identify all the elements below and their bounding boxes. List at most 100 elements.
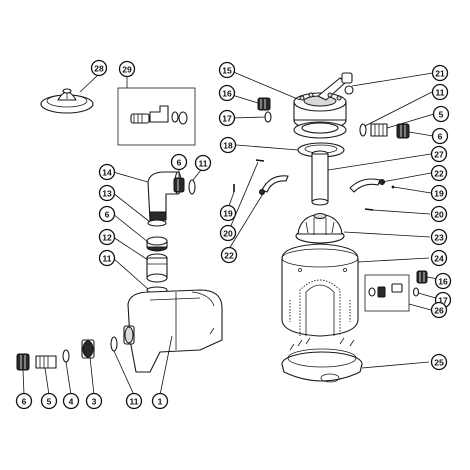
callout-23: 23: [430, 228, 448, 246]
callout-4: 4: [62, 392, 80, 410]
callout-5: 5: [40, 392, 58, 410]
callout-circle: [98, 228, 116, 246]
part-16-nut-lower: [416, 270, 428, 284]
part-19-screw-right: [391, 185, 395, 189]
callout-3: 3: [85, 392, 103, 410]
callout-number: 17: [222, 114, 232, 124]
callout-26: 26: [430, 301, 448, 319]
callout-circle: [218, 61, 236, 79]
callout-number: 29: [122, 65, 132, 75]
callout-6: 6: [98, 205, 116, 223]
callout-29: 29: [118, 60, 136, 78]
callout-number: 11: [130, 397, 139, 407]
part-16-nut-upper: [257, 97, 271, 111]
callout-circle: [431, 127, 449, 145]
callout-number: 14: [102, 168, 112, 178]
part-15-multiport-valve: [293, 72, 354, 131]
part-23-diffuser: [295, 213, 345, 244]
callout-number: 3: [92, 397, 97, 407]
callout-20: 20: [430, 205, 448, 223]
callout-19: 19: [430, 184, 448, 202]
callout-24: 24: [430, 249, 448, 267]
part-12-union: [146, 253, 168, 283]
part-6-nut-elbow: [173, 177, 185, 193]
callout-circle: [219, 136, 237, 154]
callout-circle: [431, 83, 449, 101]
callout-circle: [220, 246, 238, 264]
callout-circle: [430, 145, 448, 163]
callout-circle: [98, 163, 116, 181]
callout-number: 16: [438, 277, 448, 287]
callout-22: 22: [430, 164, 448, 182]
callout-circle: [98, 184, 116, 202]
callout-number: 18: [223, 141, 233, 151]
callout-circle: [430, 353, 448, 371]
callout-number: 11: [199, 159, 208, 169]
callout-number: 25: [434, 358, 444, 368]
callout-number: 6: [22, 397, 27, 407]
part-20-bolt-left: [255, 159, 265, 162]
callout-number: 16: [222, 89, 232, 99]
callout-number: 24: [434, 254, 444, 264]
part-bottom-connectors: [16, 336, 118, 371]
callout-number: 15: [222, 66, 232, 76]
callout-16: 16: [434, 272, 452, 290]
callout-number: 26: [434, 306, 444, 316]
callout-number: 6: [105, 210, 110, 220]
callout-number: 17: [438, 296, 448, 306]
callout-16: 16: [218, 84, 236, 102]
callout-number: 11: [103, 254, 112, 264]
callout-17: 17: [218, 109, 236, 127]
part-28-lid: [40, 88, 94, 114]
callout-number: 12: [102, 233, 112, 243]
callout-12: 12: [98, 228, 116, 246]
callout-circle: [125, 392, 143, 410]
callout-circle: [218, 109, 236, 127]
callout-13: 13: [98, 184, 116, 202]
callout-19: 19: [219, 204, 237, 222]
callout-11: 11: [125, 392, 143, 410]
callout-27: 27: [430, 145, 448, 163]
callout-circle: [219, 204, 237, 222]
callout-11: 11: [98, 249, 116, 267]
callout-circle: [15, 392, 33, 410]
part-20-bolt-right: [364, 208, 374, 211]
callout-number: 28: [94, 64, 104, 74]
leader-lines: [22, 70, 444, 396]
part-29-fittings-kit: [117, 87, 196, 146]
callout-25: 25: [430, 353, 448, 371]
callout-circle: [98, 249, 116, 267]
part-26-drain-kit: [364, 274, 410, 312]
callout-circle: [90, 59, 108, 77]
callout-6: 6: [15, 392, 33, 410]
callout-6: 6: [431, 127, 449, 145]
callout-15: 15: [218, 61, 236, 79]
callout-28: 28: [90, 59, 108, 77]
callout-number: 6: [177, 158, 182, 168]
part-upper-right-connectors: [359, 123, 410, 139]
part-valve-rings: [293, 121, 347, 158]
callout-circle: [434, 272, 452, 290]
callout-number: 19: [223, 209, 233, 219]
callout-20: 20: [219, 224, 237, 242]
callout-number: 11: [436, 88, 445, 98]
part-22-clamp-right: [349, 178, 385, 193]
part-25-tank-base: [281, 337, 363, 383]
callout-circle: [430, 249, 448, 267]
callout-number: 5: [47, 397, 52, 407]
callout-11: 11: [194, 154, 212, 172]
callout-number: 5: [439, 110, 444, 120]
callout-circle: [62, 392, 80, 410]
callout-14: 14: [98, 163, 116, 181]
callout-1: 1: [151, 392, 169, 410]
callout-circle: [218, 84, 236, 102]
callout-circle: [430, 205, 448, 223]
callout-number: 27: [434, 150, 444, 160]
callout-number: 6: [438, 132, 443, 142]
part-1-pump-housing: [123, 289, 223, 373]
callout-number: 20: [223, 229, 233, 239]
callout-number: 21: [435, 69, 445, 79]
callout-number: 23: [434, 233, 444, 243]
